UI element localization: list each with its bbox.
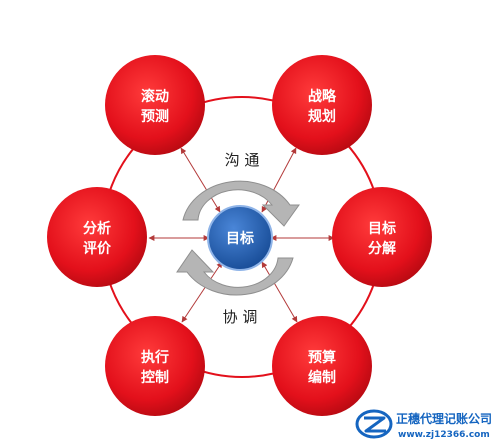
node-label-line2: 编制 bbox=[308, 369, 336, 386]
node-label-line1: 执行 bbox=[141, 349, 169, 366]
node-label-line1: 分析 bbox=[83, 220, 111, 237]
node-label-line2: 分解 bbox=[368, 240, 396, 257]
cycle-label-bottom: 协 调 bbox=[223, 308, 258, 326]
node-label-line1: 战略 bbox=[308, 88, 337, 105]
connector-budget-preparation bbox=[261, 261, 298, 323]
connector-execution-control bbox=[181, 261, 223, 323]
cycle-arrows bbox=[176, 180, 300, 296]
node-analysis-evaluation: 分析 评价 bbox=[47, 187, 147, 287]
node-strategic-planning: 战略 规划 bbox=[272, 55, 372, 155]
watermark-title: 正穗代理记账公司 bbox=[396, 411, 492, 426]
center-label: 目标 bbox=[226, 230, 254, 247]
node-label-line1: 预算 bbox=[308, 349, 336, 366]
node-target-decomposition: 目标 分解 bbox=[332, 187, 432, 287]
node-rolling-forecast: 滚动 预测 bbox=[105, 55, 205, 155]
node-label-line1: 目标 bbox=[368, 220, 396, 237]
node-execution-control: 执行 控制 bbox=[105, 316, 205, 416]
node-label-line2: 评价 bbox=[83, 241, 112, 257]
connectors bbox=[148, 147, 335, 323]
connector-rolling-forecast bbox=[180, 147, 221, 213]
cycle-arrow-top bbox=[182, 180, 300, 227]
cycle-arrow-bottom bbox=[176, 249, 294, 296]
node-label-line2: 控制 bbox=[141, 369, 169, 386]
connector-strategic-planning bbox=[261, 147, 297, 213]
node-label-line2: 预测 bbox=[141, 108, 169, 125]
node-label-line2: 规划 bbox=[308, 108, 336, 125]
node-budget-preparation: 预算 编制 bbox=[272, 316, 372, 416]
watermark-logo-icon bbox=[355, 409, 393, 439]
cycle-label-top: 沟 通 bbox=[225, 151, 260, 169]
center-node: 目标 bbox=[207, 205, 273, 271]
watermark-url: www.zj12366.com bbox=[398, 430, 490, 440]
watermark: 正穗代理记账公司 www.zj12366.com bbox=[355, 409, 492, 440]
node-label-line1: 滚动 bbox=[141, 88, 169, 105]
